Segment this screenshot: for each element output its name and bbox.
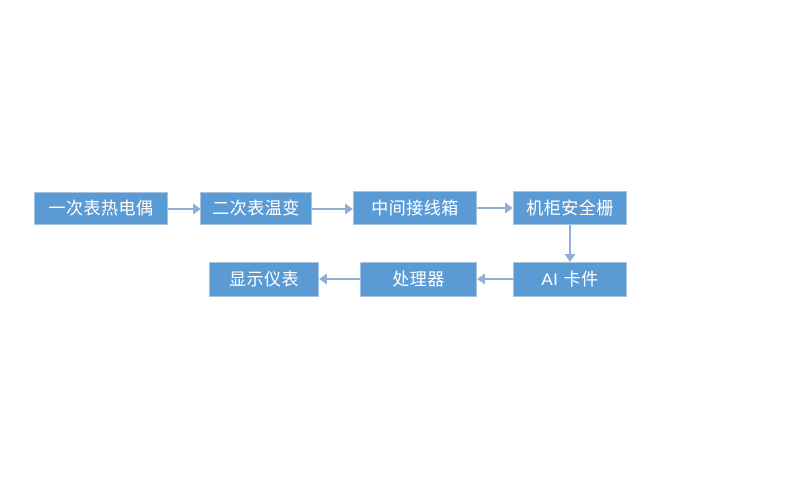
node-junction-box[interactable]: 中间接线箱 — [353, 191, 477, 225]
node-label: 机柜安全栅 — [526, 198, 614, 218]
connector-arrow-right-3 — [477, 202, 513, 214]
node-label: 显示仪表 — [229, 270, 299, 289]
node-label: 二次表温变 — [212, 199, 300, 218]
connector-arrow-down-1 — [564, 225, 576, 262]
node-secondary-temp-transmitter[interactable]: 二次表温变 — [200, 192, 312, 225]
node-display-instrument[interactable]: 显示仪表 — [209, 262, 319, 297]
node-primary-thermocouple[interactable]: 一次表热电偶 — [34, 192, 168, 225]
connector-arrow-right-2 — [312, 203, 353, 215]
node-label: 处理器 — [392, 270, 445, 289]
node-cabinet-safety-barrier[interactable]: 机柜安全栅 — [513, 191, 627, 225]
connector-arrow-right-1 — [168, 203, 201, 215]
connector-arrow-left-2 — [319, 273, 360, 285]
node-ai-card[interactable]: AI 卡件 — [513, 262, 627, 297]
node-processor[interactable]: 处理器 — [360, 262, 477, 297]
connector-arrow-left-1 — [477, 273, 513, 285]
node-label: 一次表热电偶 — [48, 199, 154, 218]
node-label: AI 卡件 — [541, 270, 599, 289]
node-label: 中间接线箱 — [371, 198, 459, 218]
